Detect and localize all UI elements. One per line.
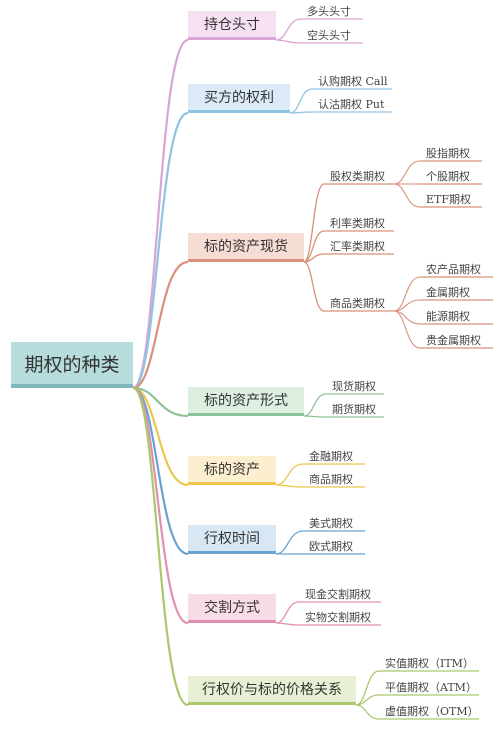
branch-label: 交割方式 bbox=[204, 600, 260, 616]
child-node-label: 空头头寸 bbox=[307, 29, 351, 42]
grandchild-node: 农产品期权 bbox=[426, 261, 488, 277]
child-node-label: 汇率类期权 bbox=[330, 240, 385, 253]
branch-label: 标的资产 bbox=[204, 462, 260, 478]
child-node: 多头头寸 bbox=[307, 3, 357, 19]
child-node-label: 平值期权（ATM） bbox=[385, 681, 477, 694]
child-node-label: 欧式期权 bbox=[309, 540, 353, 553]
branch-label: 标的资产现货 bbox=[204, 239, 288, 255]
child-node-label: 现货期权 bbox=[332, 380, 376, 393]
grandchild-node-label: 股指期权 bbox=[426, 147, 470, 160]
branch-node: 持仓头寸 bbox=[188, 11, 276, 40]
child-node: 实值期权（ITM） bbox=[385, 655, 474, 671]
branch-node: 标的资产 bbox=[188, 456, 276, 485]
child-node-label: 虚值期权（OTM） bbox=[385, 705, 479, 718]
child-node-label: 现金交割期权 bbox=[305, 588, 371, 601]
child-node: 利率类期权 bbox=[330, 215, 388, 231]
child-node-label: 多头头寸 bbox=[307, 5, 351, 18]
grandchild-node: 能源期权 bbox=[426, 308, 488, 324]
child-node: 商品期权 bbox=[309, 471, 359, 487]
branch-label: 标的资产形式 bbox=[204, 393, 288, 409]
grandchild-node-label: 农产品期权 bbox=[426, 263, 481, 276]
grandchild-node: 贵金属期权 bbox=[426, 332, 488, 348]
child-node: 商品类期权 bbox=[330, 295, 388, 311]
child-node-label: 美式期权 bbox=[309, 517, 353, 530]
grandchild-node: ETF期权 bbox=[426, 191, 476, 207]
branch-node: 行权价与标的价格关系 bbox=[188, 676, 356, 705]
child-node: 汇率类期权 bbox=[330, 238, 388, 254]
branch-label: 行权时间 bbox=[204, 531, 260, 547]
child-node: 虚值期权（OTM） bbox=[385, 703, 479, 719]
child-node: 美式期权 bbox=[309, 515, 359, 531]
child-node-label: 商品期权 bbox=[309, 473, 353, 486]
root-node: 期权的种类 bbox=[11, 342, 133, 388]
branch-label: 行权价与标的价格关系 bbox=[202, 682, 342, 698]
child-node: 实物交割期权 bbox=[305, 609, 375, 625]
child-node-label: 实物交割期权 bbox=[305, 611, 371, 624]
child-node-label: 商品类期权 bbox=[330, 297, 385, 310]
grandchild-node: 股指期权 bbox=[426, 145, 476, 161]
grandchild-node: 金属期权 bbox=[426, 284, 488, 300]
grandchild-node-label: ETF期权 bbox=[426, 193, 471, 206]
child-node-label: 认沽期权 Put bbox=[318, 98, 385, 111]
grandchild-node-label: 金属期权 bbox=[426, 286, 470, 299]
grandchild-node-label: 贵金属期权 bbox=[426, 334, 481, 347]
child-node: 欧式期权 bbox=[309, 538, 359, 554]
child-node: 认购期权 Call bbox=[318, 73, 388, 89]
branch-node: 买方的权利 bbox=[188, 84, 290, 113]
child-node-label: 金融期权 bbox=[309, 450, 353, 463]
child-node: 平值期权（ATM） bbox=[385, 679, 477, 695]
branch-label: 买方的权利 bbox=[204, 90, 274, 106]
branch-node: 标的资产现货 bbox=[188, 233, 304, 262]
child-node: 现货期权 bbox=[332, 378, 378, 394]
child-node-label: 认购期权 Call bbox=[318, 75, 388, 88]
branch-label: 持仓头寸 bbox=[204, 17, 260, 33]
child-node: 金融期权 bbox=[309, 448, 359, 464]
child-node: 认沽期权 Put bbox=[318, 96, 386, 112]
grandchild-node: 个股期权 bbox=[426, 168, 476, 184]
branch-node: 交割方式 bbox=[188, 594, 276, 623]
branch-node: 行权时间 bbox=[188, 525, 276, 554]
child-node: 现金交割期权 bbox=[305, 586, 375, 602]
child-node-label: 股权类期权 bbox=[330, 170, 385, 183]
branch-node: 标的资产形式 bbox=[188, 387, 304, 416]
child-node-label: 利率类期权 bbox=[330, 217, 385, 230]
child-node-label: 期货期权 bbox=[332, 403, 376, 416]
root-label: 期权的种类 bbox=[24, 353, 120, 376]
grandchild-node-label: 个股期权 bbox=[426, 170, 470, 183]
grandchild-node-label: 能源期权 bbox=[426, 310, 470, 323]
child-node: 空头头寸 bbox=[307, 27, 357, 43]
child-node-label: 实值期权（ITM） bbox=[385, 657, 474, 670]
child-node: 期货期权 bbox=[332, 401, 378, 417]
child-node: 股权类期权 bbox=[330, 168, 388, 184]
